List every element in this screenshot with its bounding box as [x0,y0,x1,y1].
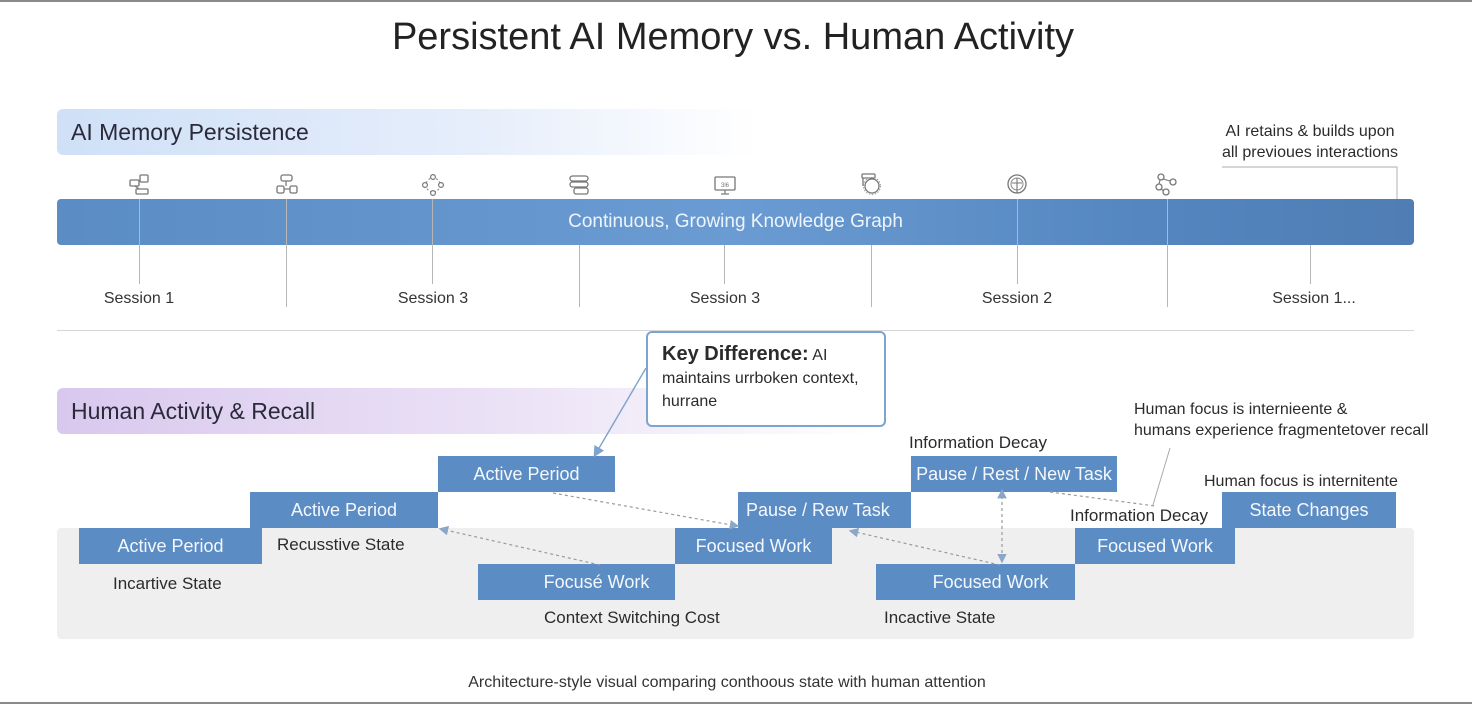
diagram-title: Persistent AI Memory vs. Human Activity [391,16,1075,58]
dotted-arrow [438,525,601,566]
bottom-border [0,702,1472,704]
top-border [0,0,1472,2]
step-focused-work: Focused Work [675,528,832,564]
session-tick [1017,199,1018,284]
workflow-icon [276,174,298,194]
dotted-line [1049,491,1156,507]
human-focus-note-line-1: Human focus is internieente & [1134,401,1348,418]
session-tick [1310,245,1311,284]
incartive-state-label: Incartive State [113,574,222,593]
ai-retains-note: AI retains & builds upon all previoues i… [1200,121,1420,163]
session-tick [579,245,580,307]
step-pause-rest-new-task: Pause / Rest / New Task [911,456,1117,492]
callout-text: hurrane [662,393,718,410]
session-label: Session 1... [1272,290,1356,307]
human-focus-note-line-2: humans experience fragmentetover recall [1134,422,1429,439]
step-pause-task: Pause / Rew Task [738,492,911,528]
ai-note-line-2: all previoues interactions [1221,144,1399,161]
ai-note-bracket [1222,166,1398,199]
step-focused-work: Focused Work [876,564,1075,600]
step-active-period: Active Period [79,528,262,564]
database-stack-icon [569,175,589,195]
step-active-period: Active Period [438,456,615,492]
section-divider [57,330,1414,331]
session-tick [1167,199,1168,307]
session-tick [871,245,872,307]
network-devices-icon [129,174,149,195]
step-focused-work: Focused Work [1075,528,1235,564]
session-label: Session 2 [981,290,1053,307]
callout-title: Key Difference: [662,343,809,365]
callout-text: AI [808,347,828,364]
dotted-arrow [848,527,1001,566]
session-tick [724,245,725,284]
context-switching-label: Context Switching Cost [544,608,720,627]
session-label: Session 3 [689,290,761,307]
session-label: Session 1 [103,290,175,307]
step-state-changes: State Changes [1222,492,1396,528]
information-decay-label: Information Decay [1070,506,1208,525]
step-active-period: Active Period [250,492,438,528]
recusstive-state-label: Recusstive State [277,535,405,554]
callout-text: maintains urrboken context, [662,370,859,387]
ai-note-line-1: AI retains & builds upon [1225,123,1395,140]
key-difference-callout: Key Difference: AI maintains urrboken co… [646,331,886,427]
session-tick [139,199,140,284]
svg-text:3l6: 3l6 [721,183,730,189]
session-tick [286,199,287,307]
dotted-arrow [552,492,740,530]
session-label: Session 3 [397,290,469,307]
note-pointer-line [1152,447,1171,506]
human-focus-note: Human focus is internieente & humans exp… [1134,399,1428,441]
step-focused-work: Focusé Work [478,564,675,600]
human-focus-intermittent-note: Human focus is internitente [1204,473,1398,490]
session-tick [432,199,433,284]
ai-section-heading: AI Memory Persistence [57,109,757,155]
callout-pointer-arrow [593,367,647,458]
graph-nodes-icon [1155,173,1177,196]
knowledge-graph-bar: Continuous, Growing Knowledge Graph [57,199,1414,245]
information-decay-label: Information Decay [909,433,1047,452]
cycle-nodes-icon [421,173,445,197]
camera-cog-icon [861,173,881,195]
incactive-state-label: Incactive State [884,608,996,627]
diagram-caption: Architecture-style visual comparing cont… [468,674,986,691]
monitor-chart-icon: 3l6 [714,176,736,195]
globe-brain-icon [1007,174,1027,194]
